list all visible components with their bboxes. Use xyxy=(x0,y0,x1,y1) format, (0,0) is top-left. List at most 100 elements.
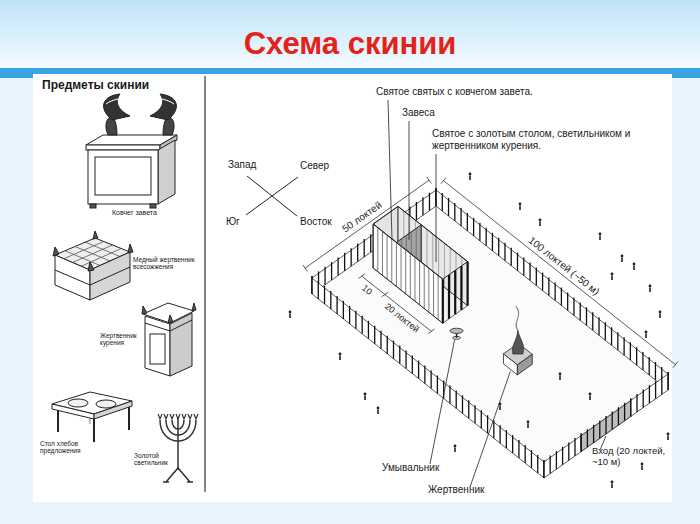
person-figure xyxy=(659,311,662,314)
dimension-tick xyxy=(428,329,435,334)
person-figure xyxy=(621,258,623,263)
ark-foot xyxy=(90,204,96,208)
ark-lid xyxy=(86,145,160,150)
court-post xyxy=(630,398,631,416)
person-figure xyxy=(339,353,342,356)
dimension-tick xyxy=(382,292,389,297)
person-figure xyxy=(559,376,561,381)
item-label: Золотой светильник xyxy=(134,452,172,467)
court-post xyxy=(331,262,332,280)
court-post xyxy=(336,296,337,314)
dimension-tick xyxy=(303,265,308,272)
cherub-wing xyxy=(150,94,176,120)
court-post xyxy=(344,253,345,271)
court-post xyxy=(442,193,443,211)
item-label: Жертвенник курения xyxy=(100,332,142,347)
person-figure xyxy=(589,393,592,396)
court-post xyxy=(568,442,569,460)
court-post xyxy=(617,332,618,350)
person-figure xyxy=(589,396,591,401)
court-post xyxy=(592,312,593,330)
dimension-tick xyxy=(358,274,365,279)
tent-pillar xyxy=(467,262,469,306)
court-post xyxy=(487,415,488,433)
court-post xyxy=(467,213,468,231)
callout-label: Завеса xyxy=(402,107,462,119)
person-figure xyxy=(621,255,624,258)
court-post xyxy=(517,253,518,271)
gate-post xyxy=(630,398,631,416)
court-post xyxy=(355,311,356,329)
court-post xyxy=(506,430,507,448)
content-panel xyxy=(33,74,672,502)
item-label: Ковчег завета xyxy=(112,209,182,217)
court-post xyxy=(661,376,662,394)
court-post xyxy=(554,282,555,300)
court-post xyxy=(462,395,463,413)
cherub-wing xyxy=(104,94,130,120)
person-figure xyxy=(469,176,471,181)
tent-board xyxy=(442,279,443,323)
court-post xyxy=(448,198,449,216)
person-figure xyxy=(527,424,529,429)
person-figure xyxy=(659,314,661,319)
court-post xyxy=(556,451,557,469)
court-post xyxy=(311,276,312,294)
court-post xyxy=(318,281,319,299)
lamp-base xyxy=(163,468,193,482)
court-post xyxy=(418,361,419,379)
court-post xyxy=(430,370,431,388)
tent-board xyxy=(396,242,397,286)
bread-loaf xyxy=(68,399,88,407)
court-post xyxy=(479,223,480,241)
court-post xyxy=(468,400,469,418)
person-figure xyxy=(649,288,651,293)
ark-front xyxy=(88,150,158,204)
person-figure xyxy=(645,334,647,339)
cherub-highlight xyxy=(106,99,174,104)
callout-label: Умывальник xyxy=(382,462,462,474)
court-post xyxy=(611,327,612,345)
gate-post xyxy=(624,403,625,421)
tent-board xyxy=(405,250,406,294)
person-figure xyxy=(645,331,648,334)
court-post xyxy=(636,394,637,412)
court-post xyxy=(623,337,624,355)
court-post xyxy=(542,273,543,291)
court-post xyxy=(562,447,563,465)
callout-label: Святое с золотым столом, светильником и … xyxy=(432,128,647,151)
court-post xyxy=(667,372,668,390)
court-post xyxy=(499,425,500,443)
person-figure xyxy=(667,436,669,441)
court-post xyxy=(424,366,425,384)
court-post xyxy=(655,362,656,380)
tent-board xyxy=(428,268,429,312)
lamp-arm xyxy=(166,420,190,435)
tent-board xyxy=(419,261,420,305)
lamp-arm xyxy=(160,420,196,441)
slide-title: Схема скинии xyxy=(0,26,700,62)
court-post xyxy=(598,317,599,335)
person-figure xyxy=(377,407,380,410)
veil-fold xyxy=(396,242,397,286)
altar-face xyxy=(170,313,192,376)
person-figure xyxy=(611,273,614,276)
court-curtain xyxy=(312,278,544,478)
tent-board xyxy=(377,228,378,272)
court-post xyxy=(405,351,406,369)
person-figure xyxy=(599,236,601,241)
altar-smoke xyxy=(516,306,519,330)
gate-post xyxy=(581,434,582,452)
person-figure xyxy=(519,203,522,206)
item-label: Медный жертвенник всесожжения xyxy=(133,256,201,271)
court-post xyxy=(512,435,513,453)
court-post xyxy=(504,243,505,261)
person-figure xyxy=(364,393,367,396)
gate-post xyxy=(593,425,594,443)
person-figure xyxy=(289,314,291,319)
court-post xyxy=(655,381,656,399)
court-post xyxy=(473,218,474,236)
tent-pillar xyxy=(454,270,456,314)
